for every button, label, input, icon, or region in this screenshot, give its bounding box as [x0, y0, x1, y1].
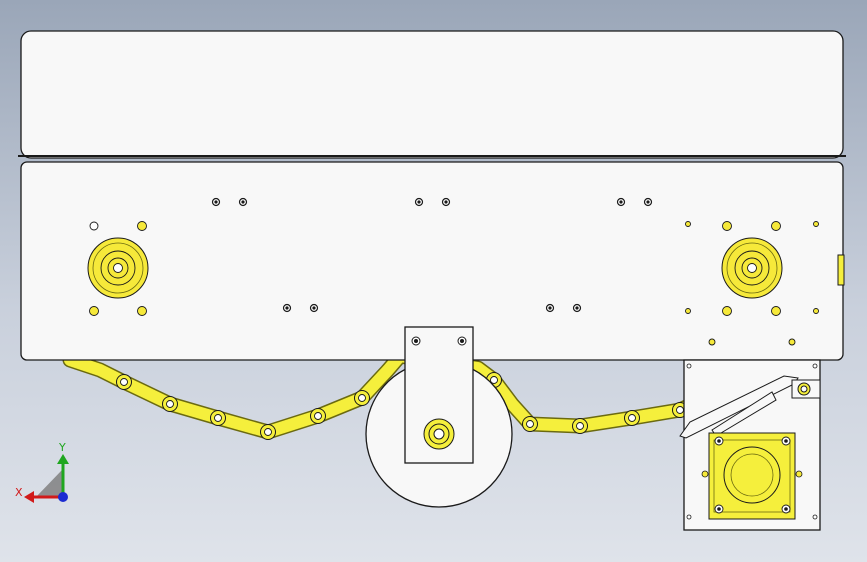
chain-guide-rail: [679, 375, 799, 439]
chain-pin: [526, 420, 534, 428]
frame-hole-center: [619, 200, 623, 204]
bracket-bolt-left: [411, 336, 421, 346]
frame-hole-center: [417, 200, 421, 204]
frame-hole-center: [444, 200, 448, 204]
bearing-bolt: [137, 221, 147, 231]
frame-hole-center: [285, 306, 289, 310]
bearing-bolt: [685, 308, 691, 314]
frame-hole-center: [312, 306, 316, 310]
bearing-bolt: [771, 221, 781, 231]
motor-bolt-center: [784, 439, 788, 443]
motor-bolts: [701, 436, 803, 514]
bearing-bolt: [813, 308, 819, 314]
tension-wheel-hub: [423, 418, 455, 450]
left-bearing: [87, 221, 149, 316]
triad-shade: [36, 470, 62, 497]
chain-pin: [676, 406, 684, 414]
chain-pin: [314, 412, 322, 420]
motor-shaft-ring: [730, 453, 774, 497]
bearing-bolt: [722, 221, 732, 231]
bracket-bolt-right: [457, 336, 467, 346]
bearing-bore: [747, 263, 757, 273]
bearing-bore: [113, 263, 123, 273]
right-edge-tab: [837, 254, 845, 286]
bearing-bolt: [771, 306, 781, 316]
bearing-bolt: [685, 221, 691, 227]
z-axis-dot: [58, 492, 68, 502]
motor-bolt-center: [784, 507, 788, 511]
right-bearing: [685, 221, 819, 346]
bearing-bolt: [722, 306, 732, 316]
chain-pin: [358, 394, 366, 402]
x-axis-label: X: [15, 486, 23, 499]
mount-plate-holes: [686, 363, 818, 520]
frame-hole-center: [548, 306, 552, 310]
chain-pin: [628, 414, 636, 422]
chain-pin: [490, 376, 498, 384]
frame-hole-center: [241, 200, 245, 204]
chain-pin: [264, 428, 272, 436]
motor-bolt-center: [717, 507, 721, 511]
chain-pin: [120, 378, 128, 386]
motor-bolt-center: [717, 439, 721, 443]
bearing-bolt: [708, 338, 716, 346]
chain-pin: [576, 422, 584, 430]
frame-hole-center: [575, 306, 579, 310]
bearing-bolt: [89, 221, 99, 231]
bearing-bolt: [137, 306, 147, 316]
motor-side-bolt: [701, 470, 709, 478]
frame-holes: [211, 197, 653, 313]
bearing-bolt: [813, 221, 819, 227]
y-axis-label: Y: [59, 441, 66, 454]
chain-pin: [214, 414, 222, 422]
frame-hole-center: [646, 200, 650, 204]
frame-hole-center: [214, 200, 218, 204]
idler-pin: [797, 382, 811, 396]
coordinate-triad-icon: [24, 454, 69, 503]
motor-side-bolt: [795, 470, 803, 478]
top-cover-plate: [20, 30, 844, 159]
chain-pin: [166, 400, 174, 408]
bearing-bolt: [89, 306, 99, 316]
bearing-bolt: [788, 338, 796, 346]
